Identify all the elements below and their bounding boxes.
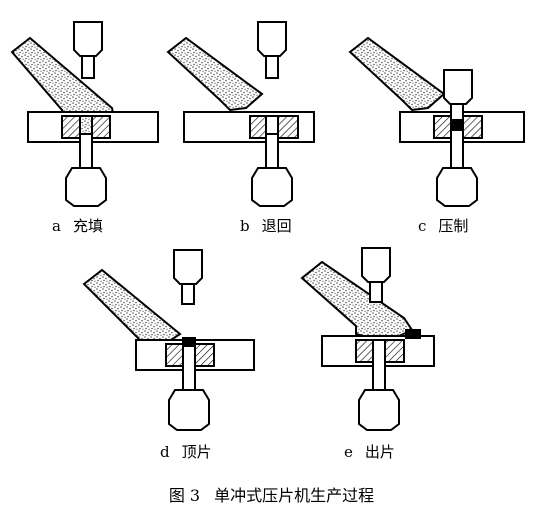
feeder-shoe xyxy=(348,36,446,112)
upper-punch xyxy=(173,249,203,285)
panel-label-a: a 充填 xyxy=(52,217,103,235)
panel-step-name: 退回 xyxy=(261,217,292,235)
panel-letter: a xyxy=(52,217,61,235)
panel-letter: d xyxy=(160,443,170,461)
feeder-shoe xyxy=(300,260,414,344)
figure-caption: 图 3 单冲式压片机生产过程 xyxy=(0,486,543,506)
panel-label-e: e 出片 xyxy=(344,443,395,461)
panel-label-c: c 压制 xyxy=(418,217,468,235)
feeder-shoe xyxy=(166,36,264,112)
panel-letter: c xyxy=(418,217,427,235)
panel-step-name: 顶片 xyxy=(181,443,212,461)
upper-punch xyxy=(361,247,391,283)
panel-b-diagram xyxy=(166,21,315,207)
lower-punch xyxy=(450,129,464,169)
panel-letter: b xyxy=(240,217,250,235)
lower-punch xyxy=(79,133,93,169)
panel-label-d: d 顶片 xyxy=(160,443,212,461)
feeder-shoe xyxy=(82,268,182,350)
lower-punch xyxy=(182,345,196,391)
upper-punch xyxy=(257,21,287,57)
ejected-tablet xyxy=(182,337,196,347)
panel-step-name: 充填 xyxy=(72,217,103,235)
panel-c-diagram xyxy=(348,36,525,207)
panel-a-diagram xyxy=(10,21,159,207)
upper-punch xyxy=(443,69,473,105)
panel-letter: e xyxy=(344,443,353,461)
panel-d-diagram xyxy=(82,249,255,431)
pushed-tablet xyxy=(405,329,421,339)
panel-step-name: 压制 xyxy=(438,217,469,235)
compressed-tablet xyxy=(450,119,464,131)
upper-punch xyxy=(73,21,103,57)
die-cavity xyxy=(79,115,93,135)
die-cavity xyxy=(265,115,279,135)
lower-punch xyxy=(372,339,386,391)
lower-punch xyxy=(265,133,279,169)
figure-number: 图 3 xyxy=(168,486,201,505)
panel-label-b: b 退回 xyxy=(240,217,292,235)
figure-title: 单冲式压片机生产过程 xyxy=(214,486,375,505)
panel-e-diagram xyxy=(300,247,435,431)
panel-step-name: 出片 xyxy=(364,443,395,461)
